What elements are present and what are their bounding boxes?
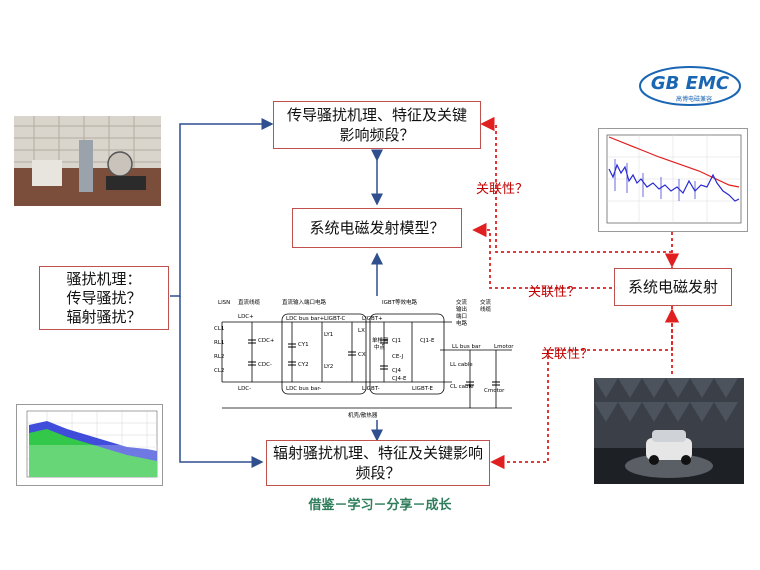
system-emission-box: 系统电磁发射 — [614, 268, 732, 306]
mechanism-box: 骚扰机理： 传导骚扰？ 辐射骚扰？ — [39, 266, 169, 330]
radiated-emission-text: 辐射骚扰机理、特征及关键影响频段？ — [273, 444, 484, 482]
circuit-rl1: RL1 — [214, 340, 224, 346]
circuit-ldc-minus: LDC- — [238, 386, 251, 392]
circuit-cdc-minus: CDC- — [258, 362, 272, 368]
circuit-midpoint: 中点 — [374, 343, 386, 351]
circuit-output: 输出 — [456, 305, 467, 313]
circuit-diagram: LISN 直流线缆 直流输入端口电路 IGBT等效电路 交流 交流 输出 线缆 … — [212, 296, 516, 420]
circuit-ldcbus-minus: LDC bus bar- — [286, 386, 321, 392]
emission-model-box: 系统电磁发射模型？ — [292, 208, 462, 248]
footer-slogan: 借鉴－学习－分享－成长 — [308, 498, 452, 513]
mechanism-line2: 传导骚扰？ — [66, 288, 142, 307]
relation-label-3: 关联性？ — [541, 347, 594, 362]
circuit-cej: CE-J — [392, 354, 404, 360]
relation-label-2: 关联性？ — [528, 285, 581, 300]
circuit-cdc-plus: CDC+ — [258, 338, 275, 344]
chamber-graphic — [594, 378, 744, 484]
circuit-chassis: 机壳/散热器 — [348, 411, 378, 419]
circuit-cl1: CL1 — [214, 326, 224, 332]
circuit-ldc-plus: LDC+ — [238, 314, 254, 320]
mechanism-line3: 辐射骚扰？ — [66, 307, 142, 326]
circuit-ly1: LY1 — [324, 332, 333, 338]
circuit-llcable: LL cable — [450, 362, 473, 368]
circuit-lx: LX — [358, 328, 365, 334]
circuit-cy1: CY1 — [298, 342, 309, 348]
anechoic-chamber-photo — [594, 378, 744, 484]
mechanism-line1: 骚扰机理： — [66, 269, 142, 288]
circuit-cj4: CJ4 — [392, 368, 401, 374]
circuit-circuit: 电路 — [456, 319, 468, 327]
conducted-plot-photo — [16, 404, 163, 486]
circuit-ligbt-e: LIGBT-E — [412, 386, 434, 392]
circuit-port: 端口 — [456, 312, 467, 320]
radiated-emission-box: 辐射骚扰机理、特征及关键影响频段？ — [266, 440, 490, 486]
test-setup-photo — [14, 116, 161, 206]
logo-graphic: GB EMC 高博电磁兼容 — [639, 66, 741, 106]
relation-model-arrow — [472, 222, 612, 289]
gbemc-logo: GB EMC 高博电磁兼容 — [638, 64, 742, 108]
circuit-ligbt-minus: LIGBT- — [362, 386, 380, 392]
circuit-rl2: RL2 — [214, 354, 224, 360]
relation-bottom-arrow — [490, 306, 673, 470]
circuit-cx: CX — [358, 352, 366, 358]
conducted-emission-text: 传导骚扰机理、特征及关键影响频段？ — [286, 106, 467, 144]
circuit-igbt: IGBT等效电路 — [382, 298, 418, 306]
circuit-cy2: CY2 — [298, 362, 309, 368]
emission-model-text: 系统电磁发射模型？ — [309, 219, 445, 237]
test-setup-graphic — [14, 116, 161, 206]
circuit-lmotor: Lmotor — [494, 344, 514, 350]
circuit-ligbt-c: LIGBT-C — [324, 316, 346, 322]
circuit-ac2: 交流 — [480, 298, 492, 306]
circuit-ligbt-plus: LIGBT+ — [362, 316, 383, 322]
relation-label-1: 关联性？ — [476, 182, 529, 197]
circuit-graphic: LISN 直流线缆 直流输入端口电路 IGBT等效电路 交流 交流 输出 线缆 … — [214, 298, 514, 419]
circuit-ac1: 交流 — [456, 298, 468, 306]
spectrum-plot-photo — [598, 128, 748, 232]
circuit-dc-cable: 直流线缆 — [238, 298, 261, 306]
circuit-ldcbus-plus: LDC bus bar+ — [286, 316, 325, 322]
circuit-ly2: LY2 — [324, 364, 333, 370]
logo-sub-text: 高博电磁兼容 — [676, 95, 712, 103]
spectrum-plot-graphic — [606, 134, 742, 224]
circuit-lisn: LISN — [218, 300, 230, 306]
circuit-cl2: CL2 — [214, 368, 224, 374]
conducted-emission-box: 传导骚扰机理、特征及关键影响频段？ — [273, 101, 481, 149]
circuit-cj1e: CJ1-E — [420, 338, 435, 344]
left-to-bottom-arrow — [179, 296, 264, 468]
circuit-clcable: CL cable — [450, 384, 474, 390]
circuit-cmotor: Cmotor — [484, 388, 505, 394]
circuit-half-bridge: 单桥臂 — [372, 336, 389, 344]
logo-main-text: GB EMC — [651, 73, 730, 94]
conducted-plot-graphic — [26, 410, 158, 478]
system-emission-text: 系统电磁发射 — [627, 278, 718, 296]
circuit-llbus: LL bus bar — [452, 344, 481, 350]
left-to-top-arrow — [170, 118, 274, 297]
circuit-cj1: CJ1 — [392, 338, 401, 344]
circuit-dc-input: 直流输入端口电路 — [282, 298, 327, 306]
circuit-cable: 线缆 — [480, 305, 492, 313]
circuit-cj4e: CJ4-E — [392, 376, 407, 382]
